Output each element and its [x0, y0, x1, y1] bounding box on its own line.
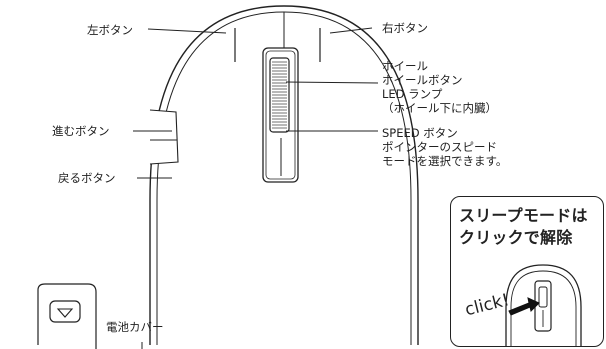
label-wheel-group: ホイール ホイールボタン LED ランプ （ホイール下に内臓）	[382, 59, 497, 115]
battery-cover	[37, 283, 97, 349]
mini-mouse-outline	[505, 264, 582, 346]
mini-wheel	[538, 286, 548, 308]
label-forward-button: 進むボタン	[52, 124, 110, 138]
label-battery-cover: 電池カバー	[106, 320, 164, 334]
label-speed-desc-1: ポインターのスピード	[382, 140, 497, 154]
leader-lines	[133, 27, 379, 349]
click-arrow-icon	[508, 297, 540, 316]
wheel-ridges	[272, 61, 287, 129]
callout-title: スリープモードは クリックで解除	[459, 205, 588, 249]
wheel-slot-inner	[265, 50, 296, 180]
battery-cover-button	[49, 300, 81, 323]
label-speed-group: SPEED ボタン ポインターのスピード モードを選択できます。	[382, 126, 507, 168]
label-speed-desc-2: モードを選択できます。	[382, 154, 508, 168]
label-led-lamp: LED ランプ	[382, 87, 443, 101]
forward-side-button	[149, 109, 179, 165]
callout-illustration	[505, 264, 582, 346]
sleep-mode-callout: スリープモードは クリックで解除 click!	[450, 196, 604, 347]
label-wheel: ホイール	[382, 59, 428, 73]
label-wheel-button: ホイールボタン	[382, 73, 463, 87]
label-right-button: 右ボタン	[382, 21, 428, 35]
mouse-body-inner-outline	[156, 11, 412, 345]
callout-title-line2: クリックで解除	[459, 228, 573, 247]
chevron-down-icon	[56, 308, 74, 318]
mini-mouse-inner	[510, 270, 577, 346]
label-led-note: （ホイール下に内臓）	[382, 101, 497, 115]
callout-title-line1: スリープモードは	[459, 206, 588, 225]
label-back-button: 戻るボタン	[58, 171, 116, 185]
label-left-button: 左ボタン	[87, 23, 133, 37]
mouse-body-outline	[149, 5, 419, 345]
label-speed-button: SPEED ボタン	[382, 126, 458, 140]
